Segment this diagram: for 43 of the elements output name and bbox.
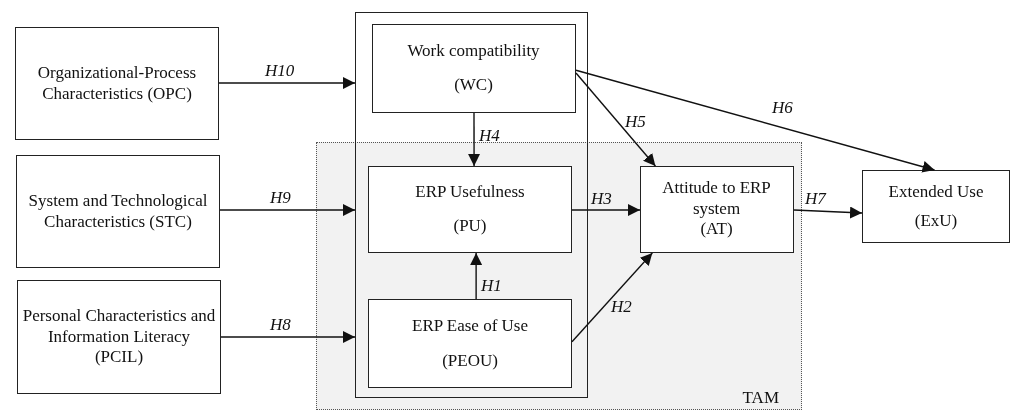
concept-name: Attitude to ERP system — [661, 178, 772, 220]
arrow — [571, 252, 654, 343]
concept-box — [862, 170, 1010, 243]
framing-box — [355, 12, 588, 398]
concept-box — [368, 299, 572, 388]
edge-label: H4 — [479, 126, 500, 147]
concept-box — [16, 155, 220, 268]
concept-name: ERP Ease of Use — [412, 316, 528, 337]
edge-label: H9 — [270, 188, 291, 209]
concept-name: Extended Use — [888, 181, 984, 203]
arrow — [470, 252, 483, 300]
arrow — [571, 204, 641, 216]
arrow — [575, 72, 657, 167]
concept-box — [368, 166, 572, 253]
arrow — [219, 204, 356, 216]
arrow — [793, 206, 863, 219]
concept-name: Work compatibility — [407, 40, 540, 61]
concept-name: Organizational-Process Characteristics (OPC) — [36, 63, 198, 104]
region-label: TAM — [742, 387, 779, 408]
concept-name: ERP Usefulness — [415, 182, 525, 203]
edge-label: H3 — [591, 189, 612, 210]
concept-abbreviation: (WC) — [454, 75, 493, 96]
concept-box — [639, 165, 794, 253]
edge-label: H5 — [625, 112, 646, 133]
concept-abbreviation: (AT) — [700, 219, 733, 240]
concept-box — [17, 280, 221, 394]
edge-label: H2 — [611, 297, 632, 318]
edge-label: H6 — [772, 98, 793, 119]
arrow — [468, 112, 481, 167]
arrow — [575, 69, 936, 173]
arrow — [220, 331, 356, 343]
concept-abbreviation: (ExU) — [914, 210, 958, 232]
concept-abbreviation: (PU) — [453, 216, 487, 237]
arrow — [218, 77, 356, 90]
edge-label: H1 — [481, 276, 502, 297]
edge-label: H10 — [265, 61, 295, 82]
concept-name: Personal Characteristics and Information Literacy (PCIL) — [22, 306, 216, 368]
edge-label: H8 — [270, 315, 291, 336]
concept-name: System and Technological Characteristics (STC) — [27, 191, 209, 232]
concept-abbreviation: (PEOU) — [442, 350, 498, 371]
edge-label: H7 — [805, 189, 826, 210]
concept-box — [371, 23, 576, 113]
concept-box — [15, 27, 219, 140]
